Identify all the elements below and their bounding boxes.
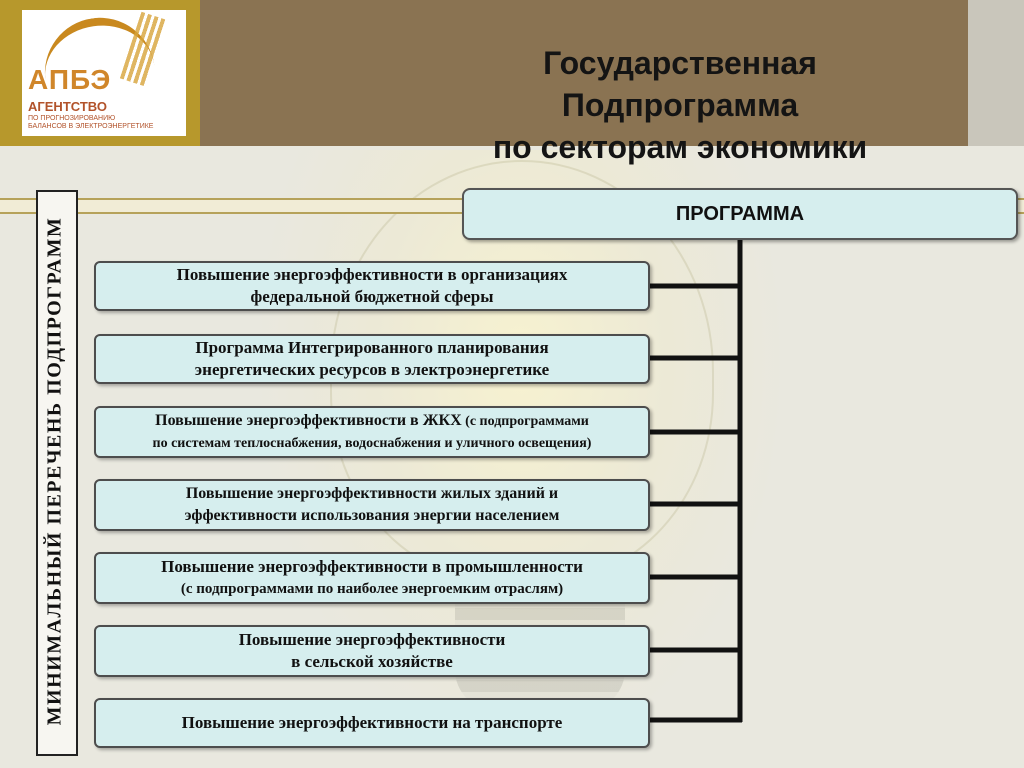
subprogram-5-line-2: (с подпрограммами по наиболее энергоемки… bbox=[180, 581, 564, 597]
title-line-3: по секторам экономики bbox=[492, 129, 868, 165]
subprogram-3-line-2: по системам теплоснабжения, водоснабжени… bbox=[152, 435, 592, 451]
subprogram-3-line-1: Повышение энергоэффективности в ЖКХ (с п… bbox=[155, 410, 589, 433]
logo-subtitle-1: ПО ПРОГНОЗИРОВАНИЮ bbox=[28, 115, 116, 122]
subprogram-node-3: Повышение энергоэффективности в ЖКХ (с п… bbox=[94, 406, 650, 458]
subprogram-2-line-1: Программа Интегрированного планирования bbox=[195, 338, 549, 357]
title-line-2: Подпрограмма bbox=[561, 87, 799, 123]
slide-title: Государственная Подпрограмма по секторам… bbox=[400, 42, 960, 168]
subprogram-node-1: Повышение энергоэффективности в организа… bbox=[94, 261, 650, 311]
subprogram-5-line-1: Повышение энергоэффективности в промышле… bbox=[161, 557, 583, 576]
subprogram-6-line-2: в сельской хозяйстве bbox=[291, 652, 453, 671]
program-node: ПРОГРАММА bbox=[462, 188, 1018, 240]
logo-panel: АПБЭ АГЕНТСТВО ПО ПРОГНОЗИРОВАНИЮ БАЛАНС… bbox=[0, 0, 200, 146]
subprogram-1-line-1: Повышение энергоэффективности в организа… bbox=[176, 265, 568, 284]
logo-abbreviation: АПБЭ bbox=[28, 64, 112, 95]
subprogram-7-line-1: Повышение энергоэффективности на транспо… bbox=[181, 713, 563, 732]
title-line-1: Государственная bbox=[543, 45, 817, 81]
vertical-label-box bbox=[36, 190, 78, 756]
subprogram-3-line-1a: Повышение энергоэффективности в ЖКХ bbox=[155, 411, 462, 429]
subprogram-node-6: Повышение энергоэффективности в сельской… bbox=[94, 625, 650, 677]
subprogram-node-2: Программа Интегрированного планирования … bbox=[94, 334, 650, 384]
subprogram-node-7: Повышение энергоэффективности на транспо… bbox=[94, 698, 650, 748]
subprogram-4-line-2: эффективности использования энергии насе… bbox=[184, 507, 560, 524]
logo-name: АГЕНТСТВО bbox=[28, 99, 107, 114]
subprogram-node-4: Повышение энергоэффективности жилых здан… bbox=[94, 479, 650, 531]
subprogram-2-line-2: энергетических ресурсов в электроэнергет… bbox=[194, 360, 550, 379]
subprogram-6-line-1: Повышение энергоэффективности bbox=[238, 630, 506, 649]
program-label: ПРОГРАММА bbox=[675, 202, 805, 225]
subprogram-4-line-1: Повышение энергоэффективности жилых здан… bbox=[185, 485, 559, 502]
subprogram-1-line-2: федеральной бюджетной сферы bbox=[250, 287, 494, 306]
subprogram-node-5: Повышение энергоэффективности в промышле… bbox=[94, 552, 650, 604]
subprogram-3-line-1b: (с подпрограммами bbox=[461, 413, 589, 429]
logo-subtitle-2: БАЛАНСОВ В ЭЛЕКТРОЭНЕРГЕТИКЕ bbox=[28, 123, 154, 130]
header-side-panel bbox=[968, 0, 1024, 146]
